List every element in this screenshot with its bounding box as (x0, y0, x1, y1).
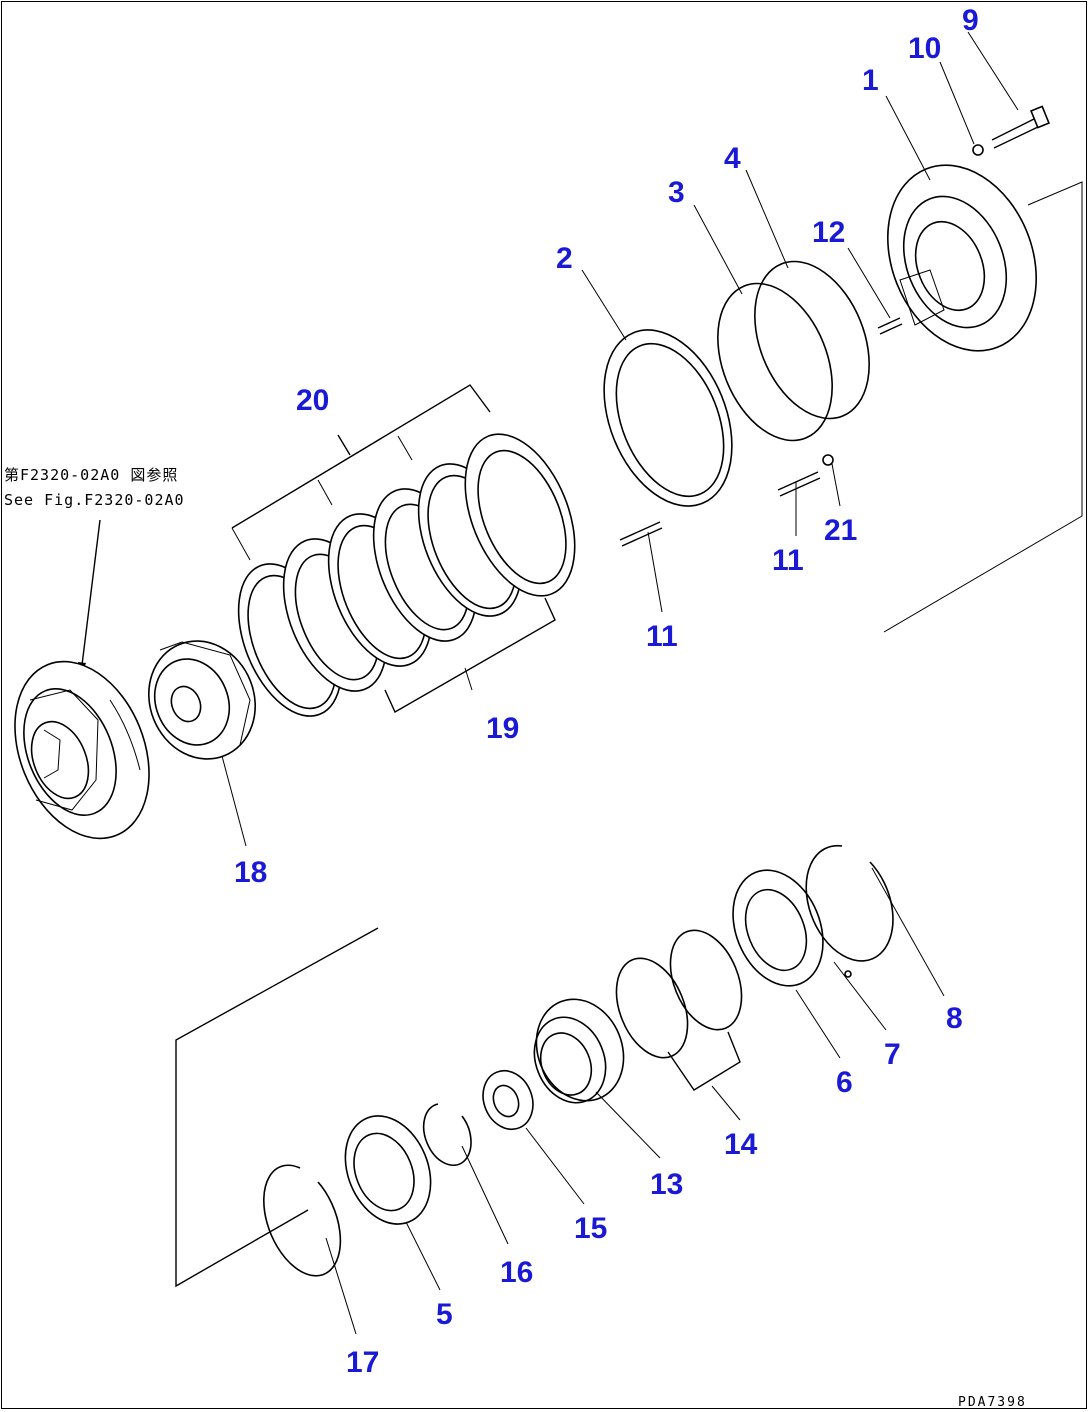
part-2-plate (603, 329, 733, 507)
drawing-code: PDA7398 (958, 1395, 1027, 1410)
callout-16: 16 (500, 1256, 533, 1289)
part-18-hub (148, 640, 256, 760)
callout-10: 10 (908, 32, 941, 65)
clutch-plate-pack (231, 384, 576, 717)
callout-8: 8 (946, 1002, 963, 1035)
callout-1: 1 (862, 64, 879, 97)
part-8-snap-ring (805, 844, 894, 962)
part-13-piston (533, 998, 625, 1104)
part-14-seal-rings (615, 929, 743, 1091)
part-16-snap-ring (422, 1103, 472, 1167)
callout-14: 14 (724, 1128, 758, 1161)
callout-9: 9 (962, 4, 979, 37)
part-17-snap-ring (263, 1164, 342, 1277)
callout-11-upper-left: 11 (646, 620, 678, 653)
bolt-part-9 (991, 105, 1050, 149)
lower-assembly-frame (175, 927, 379, 1288)
leader-lines (221, 31, 1019, 1335)
part-3-4-rings (717, 260, 870, 442)
reference-note-jp: 第F2320-02A0 図参照 (4, 466, 178, 484)
pin-part-11a (619, 521, 663, 547)
part-6-retainer (732, 869, 824, 987)
washer-part-10 (972, 144, 984, 156)
housing-ref-part (14, 660, 150, 840)
ring-part-21 (822, 454, 834, 466)
callout-5: 5 (436, 1298, 453, 1331)
pin-part-12 (877, 317, 903, 335)
callout-13: 13 (650, 1168, 683, 1201)
part-7-pin (844, 970, 852, 978)
callout-12: 12 (812, 216, 845, 249)
part-15-nut (482, 1069, 534, 1131)
callout-2: 2 (556, 242, 573, 275)
callout-18: 18 (234, 856, 267, 889)
callout-20: 20 (296, 384, 329, 417)
callout-17: 17 (346, 1346, 379, 1379)
part-5-gear (344, 1115, 432, 1225)
pin-part-11b (777, 471, 821, 497)
callout-19: 19 (486, 712, 519, 745)
reference-leader (81, 519, 101, 666)
callout-3: 3 (668, 176, 685, 209)
callout-4: 4 (724, 142, 741, 175)
callout-21: 21 (824, 514, 857, 547)
reference-note-en: See Fig.F2320-02A0 (4, 491, 185, 509)
callout-7: 7 (884, 1038, 901, 1071)
callout-15: 15 (574, 1212, 607, 1245)
callout-6: 6 (836, 1066, 853, 1099)
part-1-housing (883, 164, 1083, 633)
callout-11-right: 11 (772, 544, 804, 577)
